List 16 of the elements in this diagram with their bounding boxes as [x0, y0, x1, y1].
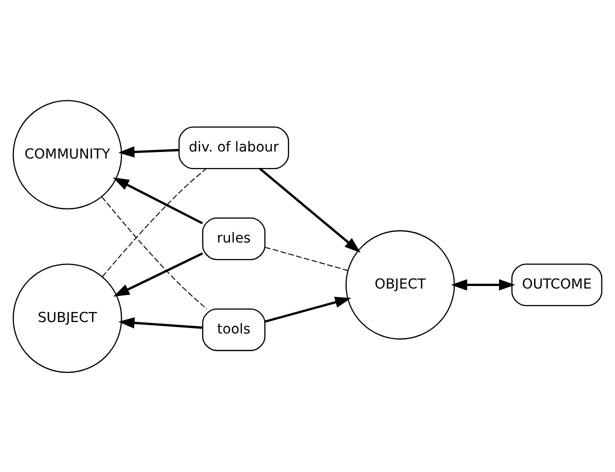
- node-box: rules: [202, 217, 266, 260]
- arrow: [259, 167, 361, 252]
- arrow: [118, 316, 203, 328]
- arrow: [113, 252, 204, 296]
- node-box: OUTCOME: [511, 263, 602, 306]
- node-box: div. of labour: [178, 126, 290, 169]
- arrow: [112, 176, 203, 224]
- node-circle: SUBJECT: [12, 263, 122, 372]
- arrow: [264, 296, 352, 322]
- node-box: tools: [202, 308, 266, 351]
- arrow: [450, 278, 516, 290]
- connector: [264, 246, 348, 270]
- arrow: [118, 146, 180, 158]
- node-circle: COMMUNITY: [12, 100, 122, 209]
- connector: [101, 196, 208, 309]
- connector: [102, 168, 206, 277]
